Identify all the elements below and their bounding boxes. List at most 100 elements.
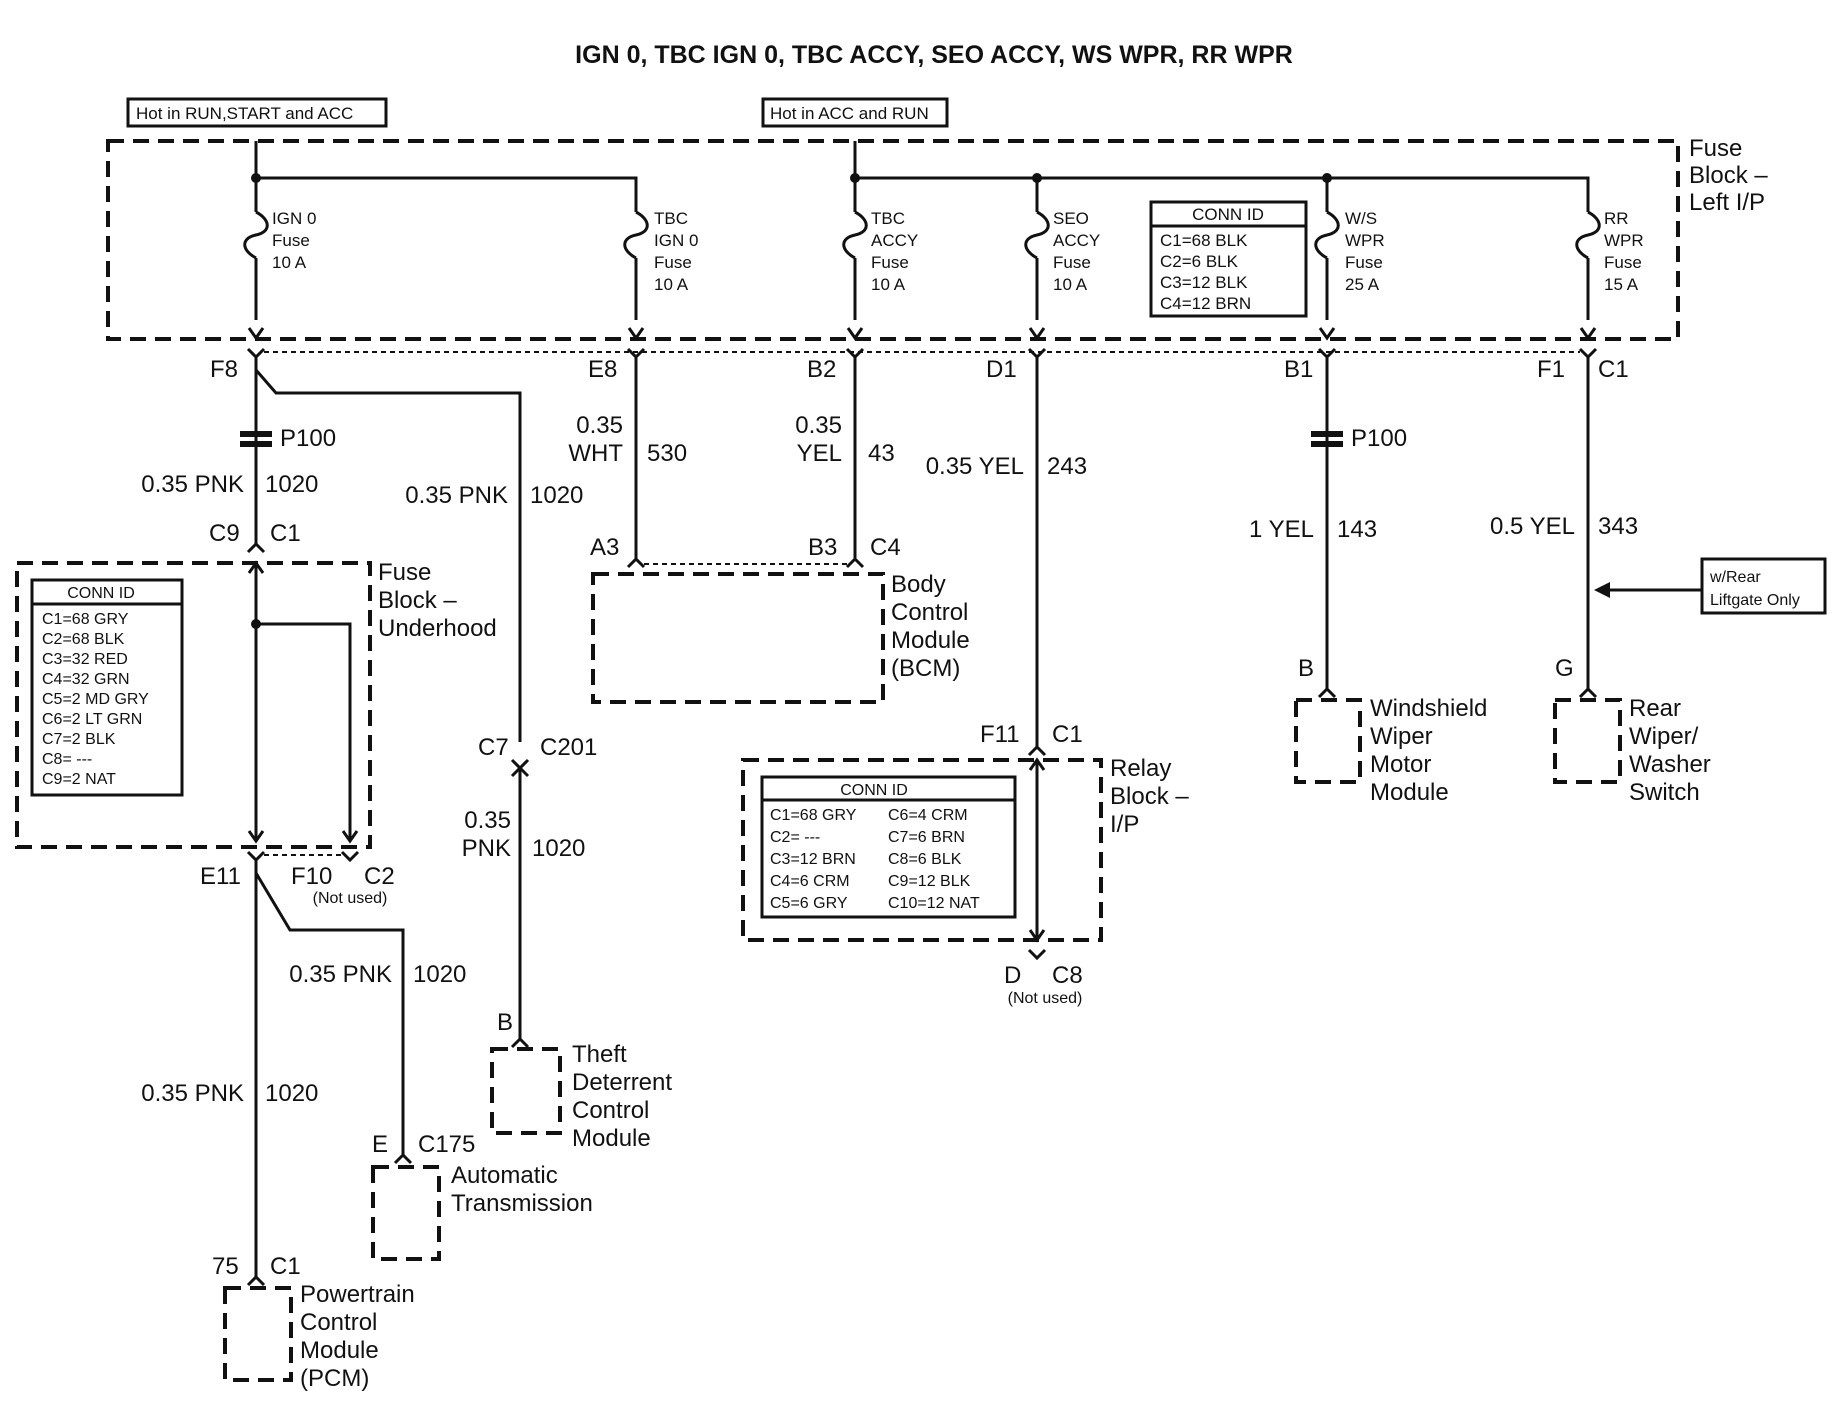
pin-f8: F8 (210, 356, 238, 383)
hot-acc-run-label: Hot in ACC and RUN (770, 104, 929, 123)
svg-text:TBC: TBC (871, 209, 905, 228)
svg-text:15 A: 15 A (1604, 275, 1639, 294)
svg-text:C8= ---: C8= --- (42, 751, 92, 768)
svg-text:C6=2 LT GRN: C6=2 LT GRN (42, 711, 142, 728)
wire8-number: 1020 (532, 835, 585, 862)
fuse-block-underhood-outline (15, 561, 372, 849)
fuse-label-rr-wpr: RR WPR Fuse 15 A (1604, 209, 1644, 294)
wire7-number: 343 (1598, 513, 1638, 540)
fuse-block-uh-label-3: Underhood (378, 615, 497, 642)
wire5-number: 243 (1047, 453, 1087, 480)
rear-wiper-label-4: Switch (1629, 779, 1700, 806)
tdcm-label-4: Module (572, 1125, 651, 1152)
svg-text:C4=32 GRN: C4=32 GRN (42, 671, 130, 688)
wire9-size: 0.35 PNK (289, 961, 392, 988)
connector-chevron (510, 1036, 530, 1049)
hot-run-start-acc-label: Hot in RUN,START and ACC (136, 104, 353, 123)
connector-chevron (1578, 686, 1598, 699)
arrow-left-icon (1594, 582, 1610, 598)
pin-f1: F1 (1537, 356, 1565, 383)
svg-text:10 A: 10 A (654, 275, 689, 294)
fuse-symbol-ws-wpr (1314, 210, 1340, 260)
arrow-head (846, 327, 864, 341)
fuse-symbol-rr-wpr (1575, 210, 1601, 260)
fuse-label-tbc-ign0: TBC IGN 0 Fuse 10 A (654, 209, 698, 294)
connector-c1-top: C1 (1598, 356, 1629, 383)
wire4-size-b: YEL (797, 440, 842, 467)
splice-p100-right-label: P100 (1351, 425, 1407, 452)
at-outline (371, 1165, 441, 1261)
svg-text:IGN 0: IGN 0 (272, 209, 316, 228)
ws-wiper-label-3: Motor (1370, 751, 1431, 778)
pin-f11: F11 (980, 721, 1020, 748)
relay-block-label-2: Block – (1110, 783, 1189, 810)
pin-b1: B1 (1284, 356, 1313, 383)
fuse-symbol-seo-accy (1024, 210, 1050, 260)
svg-text:IGN 0: IGN 0 (654, 231, 698, 250)
pin-d1: D1 (986, 356, 1017, 383)
rear-wiper-label-1: Rear (1629, 695, 1681, 722)
wire1-size: 0.35 PNK (141, 471, 244, 498)
arrow-head (1028, 929, 1046, 943)
svg-text:Fuse: Fuse (1345, 253, 1383, 272)
svg-text:C3=12 BLK: C3=12 BLK (1160, 273, 1248, 292)
pin-b-tdcm: B (497, 1009, 513, 1036)
pin-f10: F10 (291, 863, 332, 890)
splice-dot (251, 619, 261, 629)
svg-text:C1=68 BLK: C1=68 BLK (1160, 231, 1248, 250)
svg-text:C1=68 GRY: C1=68 GRY (42, 611, 129, 628)
svg-text:25 A: 25 A (1345, 275, 1380, 294)
connector-chevron (246, 1274, 266, 1287)
bcm-outline (591, 572, 885, 704)
svg-text:C3=12 BRN: C3=12 BRN (770, 851, 856, 868)
svg-text:C5=2 MD GRY: C5=2 MD GRY (42, 691, 149, 708)
at-label-1: Automatic (451, 1162, 558, 1189)
wire-e11-at (254, 872, 405, 1155)
wire9-number: 1020 (413, 961, 466, 988)
fuse-symbol-ign0 (243, 210, 269, 260)
connector-chevron (626, 556, 646, 569)
fuse-block-ip-label-1: Fuse (1689, 135, 1742, 162)
wire8-size-a: 0.35 (464, 807, 511, 834)
fuse-block-ip-label-3: Left I/P (1689, 189, 1765, 216)
splice-dot (1322, 173, 1332, 183)
connector-c1-pcm: C1 (270, 1253, 301, 1280)
splice-dot (1032, 173, 1042, 183)
svg-text:SEO: SEO (1053, 209, 1089, 228)
pin-75: 75 (212, 1253, 239, 1280)
pin-e11: E11 (200, 863, 241, 890)
rear-liftgate-note-1: w/Rear (1709, 569, 1761, 586)
connector-c8: C8 (1052, 962, 1083, 989)
splice-p100-left-label: P100 (280, 425, 336, 452)
ws-wiper-label-4: Module (1370, 779, 1449, 806)
svg-text:C2=6 BLK: C2=6 BLK (1160, 252, 1239, 271)
svg-text:WPR: WPR (1604, 231, 1644, 250)
connector-c1-underhood: C1 (270, 520, 301, 547)
connector-chevron (1027, 744, 1047, 757)
arrow-head (1318, 327, 1336, 341)
wire1-number: 1020 (265, 471, 318, 498)
rear-wiper-label-2: Wiper/ (1629, 723, 1699, 750)
splice-dot (251, 173, 261, 183)
ws-wiper-module-outline (1294, 698, 1362, 784)
pin-b2: B2 (807, 356, 836, 383)
svg-text:ACCY: ACCY (1053, 231, 1100, 250)
fuse-label-tbc-accy: TBC ACCY Fuse 10 A (871, 209, 918, 294)
pcm-label-3: Module (300, 1337, 379, 1364)
splice-p100-left (240, 431, 272, 447)
fuse-block-ip-outline (106, 139, 1680, 341)
conn-id-table-relay: CONN ID C1=68 GRY C2= --- C3=12 BRN C4=6… (760, 775, 1017, 919)
tdcm-outline (490, 1047, 562, 1135)
svg-text:Fuse: Fuse (871, 253, 909, 272)
wire6-number: 143 (1337, 516, 1377, 543)
pcm-label-1: Powertrain (300, 1281, 415, 1308)
hot-run-start-acc-box (126, 97, 388, 128)
fuse-label-seo-accy: SEO ACCY Fuse 10 A (1053, 209, 1100, 294)
svg-text:C5=6 GRY: C5=6 GRY (770, 895, 848, 912)
connector-c2: C2 (364, 863, 395, 890)
wire2-size: 0.35 PNK (405, 482, 508, 509)
fuse-symbol-tbc-ign0 (623, 210, 649, 260)
arrow-head (1028, 327, 1046, 341)
connector-c1-relay: C1 (1052, 721, 1083, 748)
